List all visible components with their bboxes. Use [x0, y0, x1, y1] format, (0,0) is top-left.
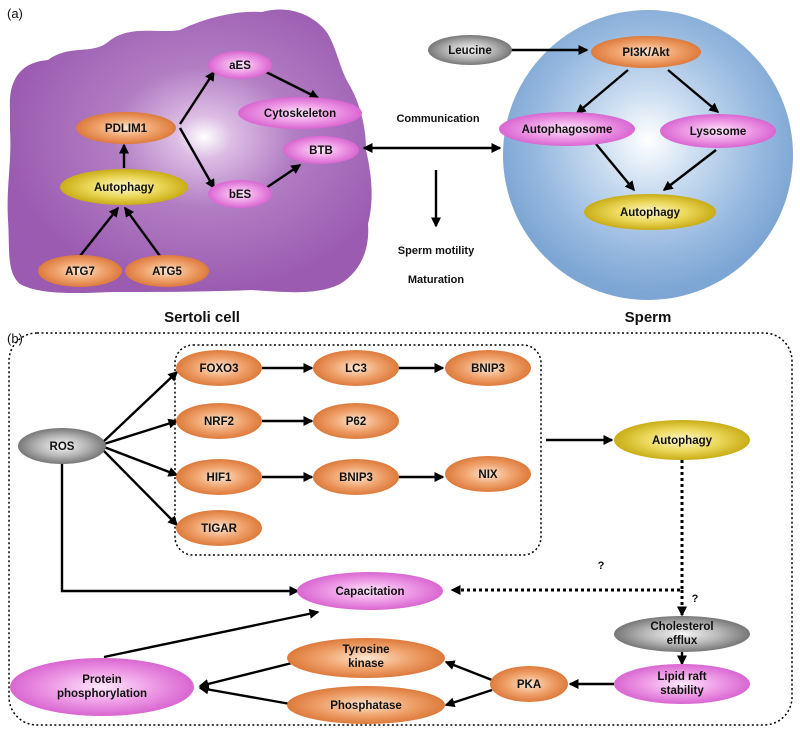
question-mark-2: ? [692, 593, 699, 605]
phosphatase-label: Phosphatase [330, 700, 402, 712]
foxo3-node [176, 350, 262, 386]
bes-label: bES [229, 189, 252, 201]
lipid-raft-label-line2: stability [660, 685, 704, 697]
btb-label: BTB [309, 145, 333, 157]
question-mark-1: ? [598, 560, 605, 572]
protein-label-line1: Protein [82, 674, 122, 686]
communication-label: Communication [396, 113, 479, 125]
panel-a-arrows [79, 45, 720, 257]
bnip3-top-label: BNIP3 [471, 363, 505, 375]
hif1-label: HIF1 [207, 472, 233, 484]
autophagosome-label: Autophagosome [522, 124, 613, 136]
ros-targets-frame [174, 344, 542, 556]
sperm-cell-shape [503, 10, 793, 300]
tigar-label: TIGAR [201, 523, 237, 535]
bnip3-top-node [445, 350, 531, 386]
nrf2-node [176, 403, 262, 439]
foxo3-label: FOXO3 [200, 363, 239, 375]
sertoli-autophagy-label: Autophagy [94, 182, 155, 194]
lipid-raft-node [614, 664, 750, 704]
hif1-node [176, 459, 262, 495]
pi3k-akt-label: PI3K/Akt [622, 47, 669, 59]
panel-b-arrows [60, 363, 687, 708]
pdlim1-node [76, 112, 176, 144]
lipid-raft-label-line1: Lipid raft [657, 671, 706, 683]
panel-a-letter: (a) [7, 6, 23, 21]
pi3k-akt-node [591, 36, 701, 68]
atg7-label: ATG7 [65, 266, 95, 278]
sperm-autophagy-label: Autophagy [620, 207, 681, 219]
tyrosine-label-line1: Tyrosine [342, 644, 389, 656]
b-autophagy-label: Autophagy [652, 435, 713, 447]
bes-node [208, 180, 272, 208]
tigar-node [176, 510, 262, 546]
cholesterol-label-line2: efflux [667, 635, 698, 647]
leucine-node [428, 35, 512, 65]
atg5-label: ATG5 [152, 266, 182, 278]
protein-label-line2: phosphorylation [57, 688, 147, 700]
aes-node [208, 51, 272, 79]
lc3-label: LC3 [345, 363, 367, 375]
autophagosome-node [499, 112, 635, 146]
atg7-node [38, 255, 122, 287]
sertoli-autophagy-node [60, 169, 188, 205]
capacitation-label: Capacitation [335, 586, 404, 598]
ros-label: ROS [50, 441, 75, 453]
phosphatase-node [287, 686, 445, 724]
nix-node [445, 456, 531, 492]
lysosome-node [660, 114, 776, 148]
atg5-node [125, 255, 209, 287]
bnip3-mid-node [313, 459, 399, 495]
b-autophagy-node [614, 420, 750, 460]
nrf2-label: NRF2 [204, 416, 234, 428]
cholesterol-label-line1: Cholesterol [650, 621, 713, 633]
protein-phosphorylation-node [10, 658, 194, 716]
lc3-node [313, 350, 399, 386]
nix-label: NIX [478, 469, 498, 481]
cytoskeleton-label: Cytoskeleton [264, 108, 336, 120]
leucine-label: Leucine [448, 45, 491, 57]
p62-label: P62 [346, 416, 366, 428]
lysosome-label: Lysosome [690, 126, 746, 138]
sertoli-cell-title: Sertoli cell [164, 309, 240, 326]
panel-b-outer-frame [8, 332, 793, 726]
tyrosine-label-line2: kinase [348, 658, 384, 670]
p62-node [313, 403, 399, 439]
pdlim1-label: PDLIM1 [105, 123, 148, 135]
tyrosine-kinase-node [287, 638, 445, 678]
sperm-autophagy-node [584, 194, 716, 230]
bnip3-mid-label: BNIP3 [339, 472, 373, 484]
pka-label: PKA [517, 679, 541, 691]
panel-b-letter: (b) [7, 331, 23, 346]
btb-node [283, 136, 359, 164]
sperm-motility-label: Sperm motility [398, 245, 475, 257]
capacitation-node [297, 572, 443, 610]
pka-node [490, 666, 568, 702]
aes-label: aES [229, 60, 251, 72]
cytoskeleton-node [238, 97, 362, 129]
ros-node [18, 428, 106, 464]
maturation-label: Maturation [408, 274, 465, 286]
cholesterol-efflux-node [614, 616, 750, 652]
sperm-title: Sperm [625, 309, 672, 326]
